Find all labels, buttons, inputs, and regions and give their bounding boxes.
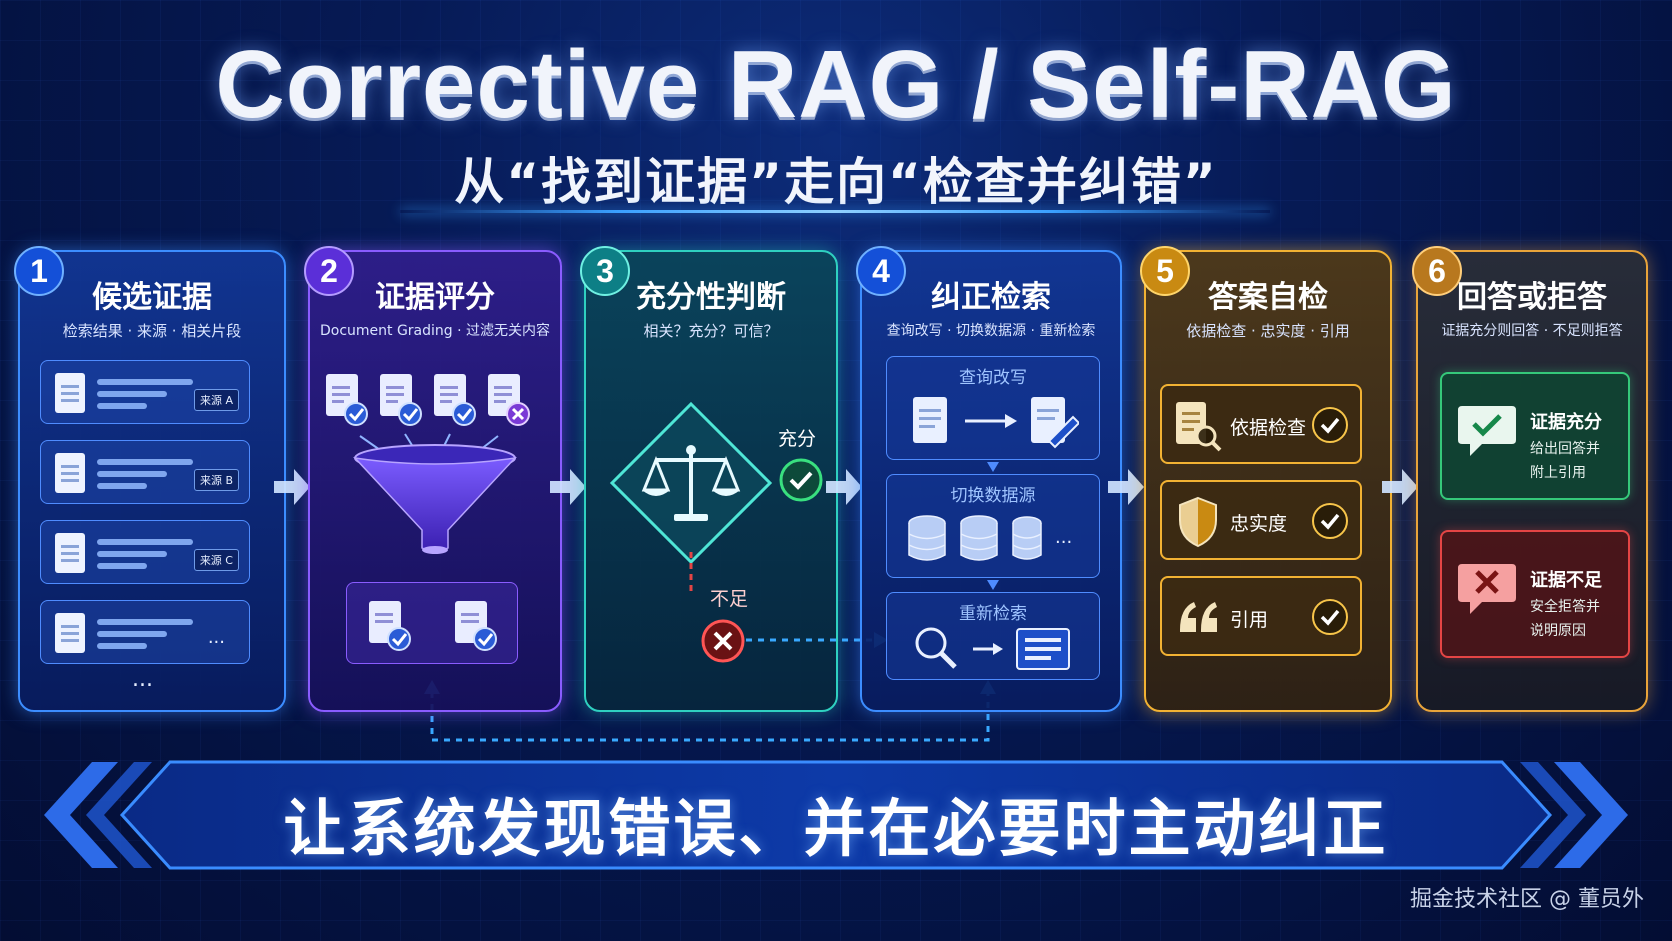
step-card-answer-or-refuse: 6 回答或拒答 证据充分则回答 · 不足则拒答 证据充分 给出回答并 附上引用 … — [1412, 246, 1648, 712]
flow-arrow-icon — [274, 469, 310, 505]
switch-source-box: 切换数据源 ... — [886, 474, 1100, 578]
step-number-badge: 6 — [1412, 246, 1462, 296]
check-icon — [1312, 503, 1348, 539]
step-number-badge: 4 — [856, 246, 906, 296]
step-title: 充分性判断 — [636, 280, 786, 315]
step-subtitle: 相关？充分？可信？ — [643, 322, 779, 340]
header: Corrective RAG / Self-RAG 从“找到证据”走向“检查并纠… — [0, 30, 1672, 214]
step-number-badge: 5 — [1140, 246, 1190, 296]
check-item-faithfulness: 忠实度 — [1160, 480, 1362, 560]
step-subtitle: 检索结果 · 来源 · 相关片段 — [62, 322, 242, 340]
source-tag: 来源 A — [193, 389, 239, 411]
shield-icon — [1179, 496, 1217, 548]
answer-result-box: 证据充分 给出回答并 附上引用 — [1440, 372, 1630, 500]
more-indicator: ... — [132, 667, 153, 692]
funnel-icon — [352, 433, 518, 554]
more-indicator: ... — [207, 627, 225, 648]
document-icon — [55, 373, 85, 413]
check-circle-icon — [779, 458, 823, 502]
refuse-desc-line1: 安全拒答并 — [1530, 599, 1600, 615]
query-rewrite-label: 查询改写 — [959, 368, 1027, 388]
insufficient-label: 不足 — [710, 588, 749, 610]
sufficient-label: 充分 — [778, 428, 817, 450]
document-icon — [55, 613, 85, 653]
rewrite-icon — [913, 397, 1079, 449]
document-icon — [55, 453, 85, 493]
step-title: 候选证据 — [92, 280, 212, 315]
answer-desc-line1: 给出回答并 — [1530, 441, 1600, 457]
document-icon — [55, 533, 85, 573]
x-circle-icon — [701, 619, 745, 663]
check-label: 引用 — [1230, 609, 1269, 631]
refuse-result-box: 证据不足 安全拒答并 说明原因 — [1440, 530, 1630, 658]
down-arrow-icon — [987, 462, 999, 472]
approved-documents-icon — [369, 601, 497, 651]
step-subtitle: 查询改写 · 切换数据源 · 重新检索 — [886, 323, 1096, 339]
check-label: 依据检查 — [1230, 417, 1307, 439]
page-subtitle: 从“找到证据”走向“检查并纠错” — [454, 153, 1218, 211]
source-tag: 来源 B — [193, 469, 239, 491]
document-search-icon — [1176, 402, 1222, 452]
evidence-item: ... — [40, 600, 250, 664]
refuse-desc-line2: 说明原因 — [1530, 623, 1586, 639]
step-card-evidence-grading: 2 证据评分 Document Grading · 过滤无关内容 — [304, 246, 562, 712]
graded-documents-icon — [326, 374, 530, 426]
step-number-badge: 1 — [14, 246, 64, 296]
check-item-grounding: 依据检查 — [1160, 384, 1362, 464]
banner-frame — [44, 760, 1628, 870]
header-divider — [400, 210, 1270, 213]
check-icon — [1312, 407, 1348, 443]
answer-desc-line2: 附上引用 — [1530, 465, 1586, 481]
evidence-item: 来源 C — [40, 520, 250, 584]
step-title: 证据评分 — [375, 280, 495, 315]
check-item-citation: 引用 — [1160, 576, 1362, 656]
watermark: 掘金技术社区 @ 董员外 — [1410, 887, 1644, 912]
flow-arrow-icon — [1108, 469, 1144, 505]
step-title: 纠正检索 — [931, 280, 1051, 315]
step-number-badge: 3 — [580, 246, 630, 296]
step-card-candidate-evidence: 1 候选证据 检索结果 · 来源 · 相关片段 来源 A 来源 B 来源 C .… — [14, 246, 286, 712]
database-icon — [908, 515, 1042, 561]
bottom-banner: 让系统发现错误、并在必要时主动纠正 — [40, 756, 1632, 874]
step-card-corrective-retrieval: 4 纠正检索 查询改写 · 切换数据源 · 重新检索 查询改写 切换数据源 — [856, 246, 1122, 712]
switch-source-label: 切换数据源 — [950, 486, 1036, 506]
evidence-item: 来源 A — [40, 360, 250, 424]
page-title: Corrective RAG / Self-RAG — [215, 31, 1457, 138]
re-retrieve-box: 重新检索 — [886, 592, 1100, 680]
quote-icon — [1180, 602, 1217, 632]
chat-check-icon — [1458, 406, 1516, 456]
down-arrow-icon — [987, 580, 999, 590]
step-subtitle: 依据检查 · 忠实度 · 引用 — [1186, 322, 1350, 340]
source-tag: 来源 C — [193, 549, 239, 571]
answer-title: 证据充分 — [1530, 412, 1602, 433]
step-subtitle: 证据充分则回答 · 不足则拒答 — [1441, 323, 1623, 339]
check-icon — [1312, 599, 1348, 635]
step-subtitle: Document Grading · 过滤无关内容 — [319, 323, 551, 339]
refuse-title: 证据不足 — [1530, 570, 1602, 591]
check-label: 忠实度 — [1230, 513, 1288, 535]
scale-diamond-icon — [609, 401, 773, 565]
step-card-sufficiency-judgment: 3 充分性判断 相关？充分？可信？ 充分 不足 — [580, 246, 888, 712]
more-indicator: ... — [1055, 527, 1073, 548]
re-retrieve-label: 重新检索 — [959, 604, 1027, 624]
step-number-badge: 2 — [304, 246, 354, 296]
chat-x-icon — [1458, 564, 1516, 614]
step-title: 回答或拒答 — [1457, 280, 1607, 315]
search-icon — [915, 627, 1070, 670]
evidence-item: 来源 B — [40, 440, 250, 504]
flow-arrow-icon — [1382, 469, 1418, 505]
flow-arrow-icon — [550, 469, 586, 505]
flow-arrow-icon — [826, 469, 862, 505]
step-card-answer-self-check: 5 答案自检 依据检查 · 忠实度 · 引用 依据检查 忠实度 引用 — [1140, 246, 1392, 712]
step-title: 答案自检 — [1208, 280, 1328, 315]
query-rewrite-box: 查询改写 — [886, 356, 1100, 460]
filtered-documents-box — [346, 582, 518, 664]
banner-text: 让系统发现错误、并在必要时主动纠正 — [283, 792, 1389, 865]
